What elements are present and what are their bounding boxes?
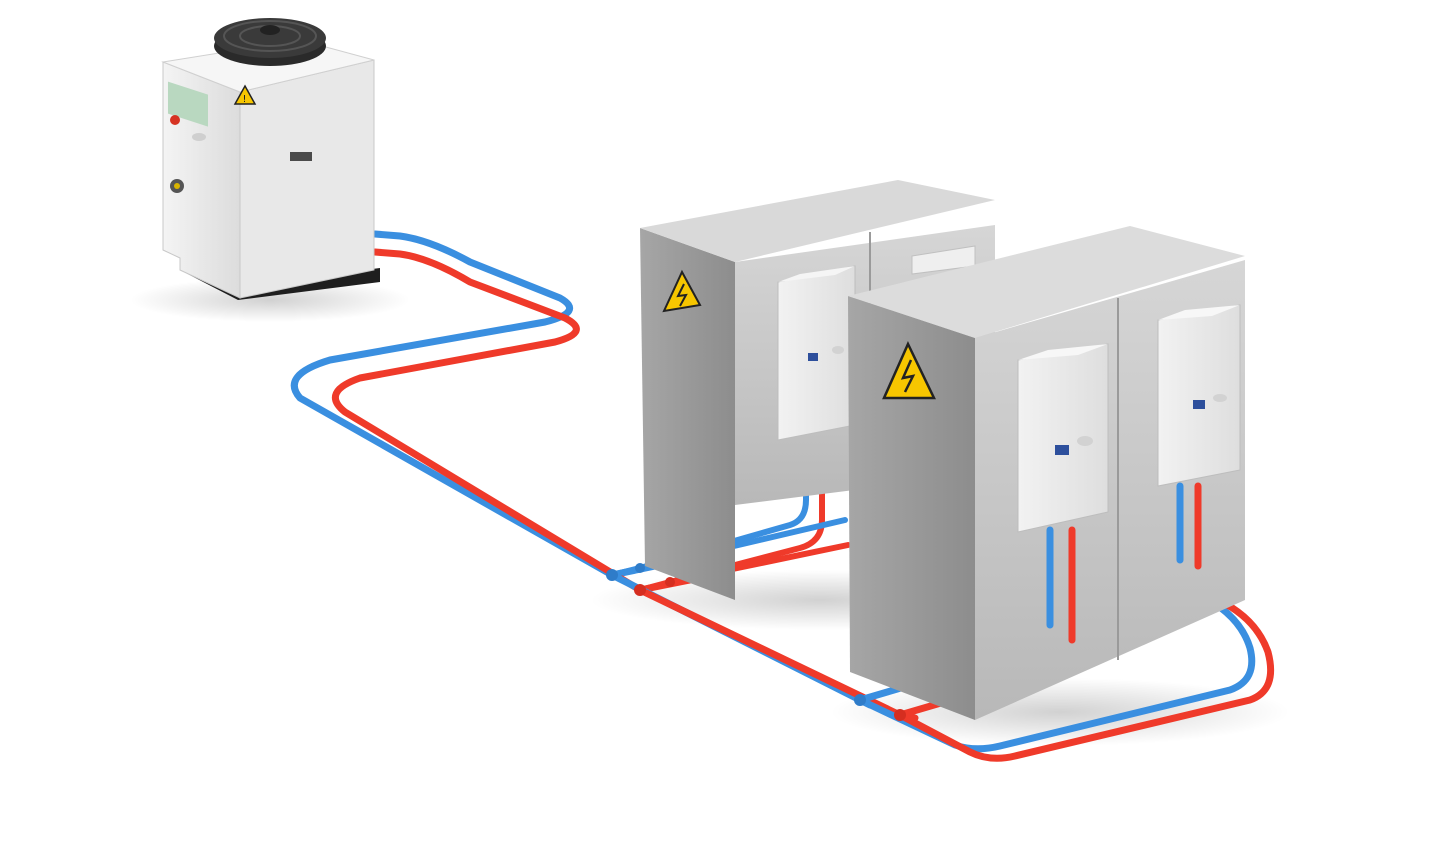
cooling-unit-front-1 (1017, 343, 1109, 533)
pipe-fittings (606, 563, 866, 706)
warning-triangle-icon: ! (233, 84, 257, 105)
chiller-handle (290, 152, 312, 161)
svg-text:!: ! (243, 94, 247, 105)
warning-triangle-icon (662, 269, 702, 313)
cooling-unit-back-1 (777, 265, 856, 441)
warning-triangle-icon (882, 341, 936, 400)
cooling-unit-front-2 (1157, 304, 1241, 487)
return-pipe-main (331, 248, 694, 594)
chiller-emergency-stop (170, 115, 180, 125)
supply-pipe-back-cabinet (609, 437, 809, 578)
fan-icon (214, 18, 326, 66)
front-electrical-cabinet (848, 226, 1245, 720)
front-pipe-risers (1046, 482, 1202, 644)
supply-pipe-main (290, 230, 664, 579)
chiller-control-panel (168, 81, 208, 127)
chiller-front-panel (239, 59, 375, 299)
chiller-unit: ! (161, 18, 380, 300)
return-pipe-back-cabinet (637, 437, 825, 593)
